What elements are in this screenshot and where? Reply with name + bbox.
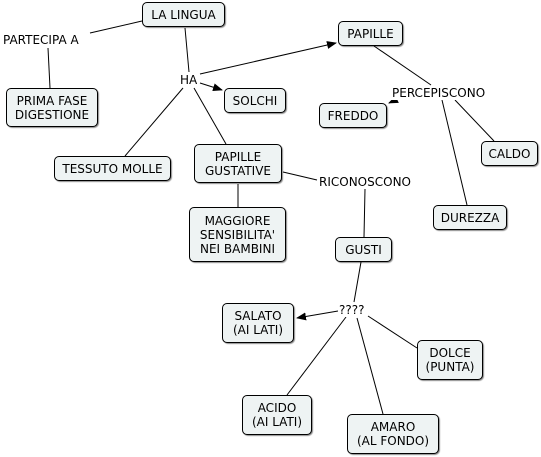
concept-durezza: DUREZZA (433, 205, 507, 230)
edge-percepiscono-durezza (441, 99, 468, 206)
concept-papille-gustative: PAPILLE GUSTATIVE (194, 144, 282, 183)
concept-maggiore-sensibilita: MAGGIORE SENSIBILITA' NEI BAMBINI (189, 207, 286, 262)
edge-question-salato (296, 310, 339, 321)
edge-riconoscono-gusti (363, 188, 366, 238)
concept-prima-fase-digestione: PRIMA FASE DIGESTIONE (6, 88, 98, 127)
concept-salato: SALATO (AI LATI) (222, 303, 294, 343)
edge-question-acido (286, 316, 347, 396)
edge-percepiscono-caldo (454, 99, 495, 142)
concept-la-lingua: LA LINGUA (142, 2, 225, 27)
link-percepiscono: PERCEPISCONO (391, 86, 487, 100)
concept-solchi: SOLCHI (224, 88, 286, 113)
edge-papillegustative-riconoscono (282, 171, 318, 181)
edge-question-dolce (367, 315, 418, 349)
edge-lalingua-ha (184, 27, 190, 73)
concept-gusti: GUSTI (335, 237, 392, 262)
edge-ha-solchi (199, 82, 223, 92)
edge-gusti-question (353, 261, 362, 303)
link-question-marks: ???? (338, 303, 366, 317)
link-partecipa-a: PARTECIPA A (2, 33, 80, 47)
edge-question-amaro (356, 317, 384, 415)
concept-papille: PAPILLE (338, 21, 403, 46)
concept-dolce: DOLCE (PUNTA) (417, 340, 483, 380)
concept-caldo: CALDO (481, 141, 538, 166)
concept-acido: ACIDO (AI LATI) (242, 395, 312, 435)
edge-ha-tessuto (124, 87, 184, 157)
link-ha: HA (179, 73, 199, 87)
edge-ha-papillegustative (193, 87, 227, 145)
concept-freddo: FREDDO (319, 103, 387, 128)
edge-partecipa-primafase (47, 47, 51, 89)
edge-papille-percepiscono (373, 45, 432, 86)
edge-ha-papille (199, 41, 337, 75)
concept-tessuto-molle: TESSUTO MOLLE (54, 156, 171, 181)
edge-lalingua-partecipa (89, 20, 143, 34)
concept-amaro: AMARO (AL FONDO) (347, 414, 439, 454)
link-riconoscono: RICONOSCONO (318, 175, 412, 189)
